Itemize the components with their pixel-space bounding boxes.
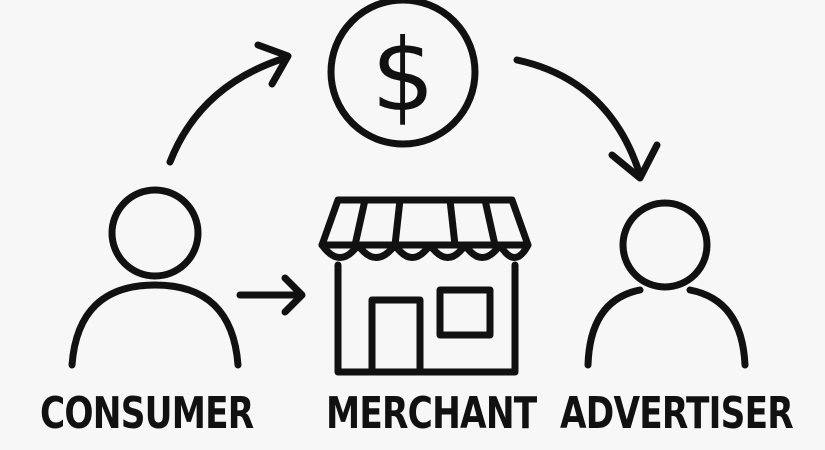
consumer-label: CONSUMER [40, 388, 254, 439]
arrow-icon [236, 274, 306, 316]
consumer-person-icon [68, 186, 242, 369]
merchant-label: MERCHANT [326, 388, 537, 439]
advertiser-person-icon [584, 199, 749, 369]
dollar-sign: $ [371, 17, 435, 134]
arrow-icon [513, 56, 661, 182]
dollar-coin-icon: $ [327, 0, 479, 148]
arrow-icon [166, 41, 292, 166]
store-icon [318, 196, 532, 376]
advertiser-label: ADVERTISER [560, 388, 794, 439]
